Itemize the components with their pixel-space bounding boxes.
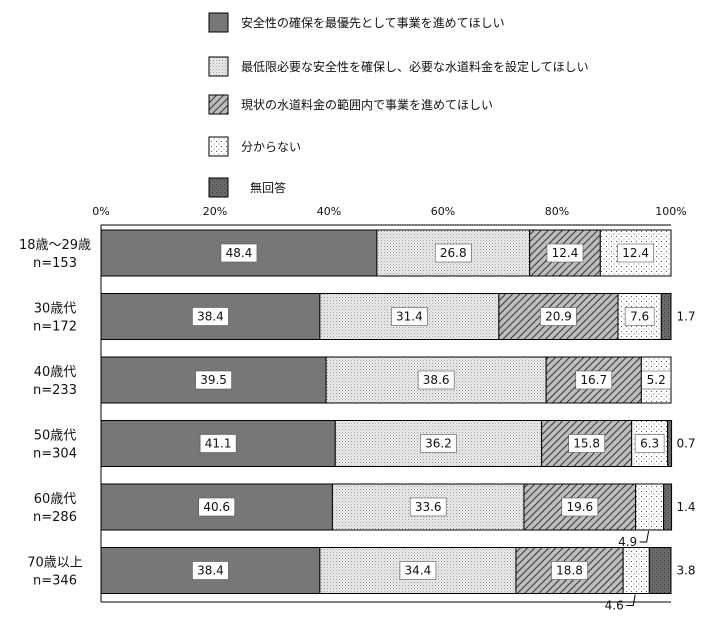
x-tick-label: 100% xyxy=(655,205,686,218)
bar-segment-5 xyxy=(663,483,673,531)
data-label: 4.9 xyxy=(618,535,637,549)
bar-row: 40歳代 n=233 39.5 38.6 16.7 5.2 xyxy=(33,356,672,404)
data-label: 19.6 xyxy=(566,500,593,514)
data-label: 0.7 xyxy=(676,437,695,451)
data-label-box xyxy=(417,370,455,390)
data-label: 26.8 xyxy=(440,246,467,260)
data-label: 33.6 xyxy=(415,500,442,514)
legend-label-2: 最低限必要な安全性を確保し、必要な水道料金を設定してほしい xyxy=(241,59,589,74)
data-label: 1.7 xyxy=(676,310,695,324)
x-tick-label: 40% xyxy=(317,205,341,218)
label-leader-line xyxy=(639,530,650,543)
category-label: 30歳代 xyxy=(34,302,77,317)
data-label-box xyxy=(575,370,613,390)
data-label-box xyxy=(617,243,654,263)
data-label: 31.4 xyxy=(396,310,423,324)
category-n-label: n=153 xyxy=(33,256,77,271)
bar-row: 18歳～29歳 n=153 48.4 26.8 12.4 12.4 xyxy=(19,229,672,277)
data-label: 39.5 xyxy=(200,373,227,387)
data-label-box xyxy=(420,434,457,453)
category-n-label: n=286 xyxy=(33,510,77,525)
data-label-box xyxy=(192,307,229,326)
x-tick-label: 0% xyxy=(92,205,109,218)
data-label-box xyxy=(546,243,584,263)
data-label: 1.4 xyxy=(676,500,695,514)
data-label: 4.6 xyxy=(605,599,624,613)
data-label-box xyxy=(195,370,232,390)
x-tick-label: 80% xyxy=(545,205,569,218)
bar-segment-4 xyxy=(622,547,650,594)
category-label: 50歳代 xyxy=(34,429,77,444)
bars: 18歳～29歳 n=153 48.4 26.8 12.4 12.4 30歳代 n=172 38.… xyxy=(19,229,696,613)
data-label: 34.4 xyxy=(405,564,432,578)
data-label: 16.7 xyxy=(580,373,607,387)
data-label-box xyxy=(199,434,237,453)
legend-label-3: 現状の水道料金の範囲内で事業を進めてほしい xyxy=(241,97,493,112)
category-label: 60歳代 xyxy=(34,492,77,507)
category-n-label: n=172 xyxy=(33,320,77,335)
legend-swatch-2 xyxy=(208,56,229,77)
data-label: 41.1 xyxy=(205,437,232,451)
label-leader-line xyxy=(626,594,636,606)
bar-row: 30歳代 n=172 38.4 31.4 20.9 7.6 1.7 xyxy=(33,293,696,340)
x-axis: 0% 20% 40% 60% 80% 100% xyxy=(92,205,687,603)
bar-segment-5 xyxy=(660,293,672,340)
data-label-box xyxy=(220,243,258,263)
data-label: 12.4 xyxy=(622,246,649,260)
legend-swatch-3 xyxy=(208,94,229,115)
legend-label-4: 分からない xyxy=(241,140,301,154)
data-label: 12.4 xyxy=(552,246,579,260)
data-label: 38.4 xyxy=(197,564,224,578)
data-label-box xyxy=(540,307,577,326)
data-label-box xyxy=(641,370,671,390)
data-label-box xyxy=(624,307,655,326)
data-label: 20.9 xyxy=(545,310,572,324)
data-label: 38.6 xyxy=(423,373,450,387)
category-label: 70歳以上 xyxy=(27,556,83,571)
category-n-label: n=304 xyxy=(33,447,77,462)
x-tick-label: 20% xyxy=(203,205,227,218)
bar-row: 70歳以上 n=346 38.4 34.4 18.8 4.6 3.8 xyxy=(27,547,696,613)
data-label: 7.6 xyxy=(630,310,649,324)
data-label-box xyxy=(198,497,236,517)
x-tick-label: 60% xyxy=(431,205,455,218)
category-label: 18歳～29歳 xyxy=(19,238,91,253)
bar-segment-5 xyxy=(667,420,673,467)
data-label: 15.8 xyxy=(573,437,600,451)
category-n-label: n=346 xyxy=(33,574,77,589)
data-label-box xyxy=(391,307,428,326)
bar-segment-4 xyxy=(635,483,665,531)
data-label: 18.8 xyxy=(556,564,583,578)
legend-label-5: 無回答 xyxy=(250,180,286,195)
legend-swatch-4 xyxy=(208,136,229,157)
data-label-box xyxy=(634,434,665,453)
legend-label-1: 安全性の確保を最優先として事業を進めてほしい xyxy=(241,15,505,30)
legend-swatch-5 xyxy=(208,177,229,198)
bar-segment-5 xyxy=(648,547,672,594)
bar-row: 50歳代 n=304 41.1 36.2 15.8 6.3 0.7 xyxy=(33,420,696,467)
legend-swatch-1 xyxy=(208,12,229,33)
legend: 安全性の確保を最優先として事業を進めてほしい最低限必要な安全性を確保し、必要な水… xyxy=(208,12,589,198)
data-label: 36.2 xyxy=(425,437,452,451)
category-label: 40歳代 xyxy=(34,365,77,380)
category-n-label: n=233 xyxy=(33,383,77,398)
data-label: 40.6 xyxy=(203,500,230,514)
data-label: 6.3 xyxy=(640,437,659,451)
data-label: 48.4 xyxy=(226,246,253,260)
data-label-box xyxy=(399,561,437,580)
data-label: 3.8 xyxy=(676,564,695,578)
data-label-box xyxy=(561,497,599,517)
bar-row: 60歳代 n=286 40.6 33.6 19.6 4.9 1.4 xyxy=(33,483,696,549)
data-label-box xyxy=(568,434,605,453)
data-label-box xyxy=(434,243,472,263)
data-label-box xyxy=(551,561,588,580)
data-label: 38.4 xyxy=(197,310,224,324)
data-label: 5.2 xyxy=(647,373,666,387)
data-label-box xyxy=(409,497,447,517)
data-label-box xyxy=(192,561,229,580)
